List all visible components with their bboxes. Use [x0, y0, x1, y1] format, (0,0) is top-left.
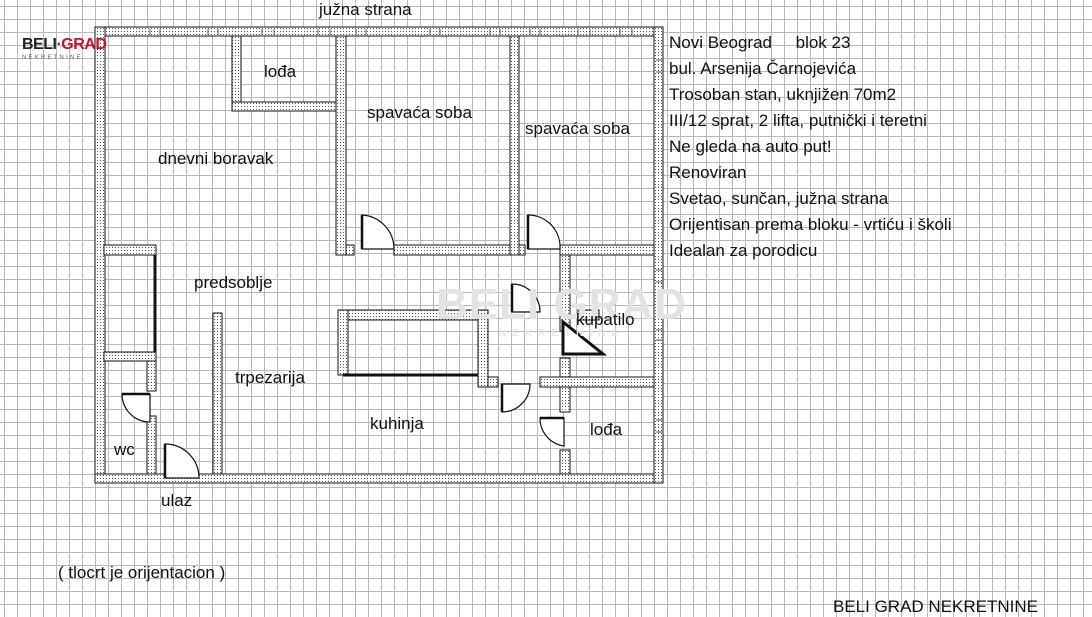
door-bedroom-2	[526, 214, 561, 250]
listing-line: Trosoban stan, uknjižen 70m2	[669, 85, 897, 104]
watermark-subtext: NEKRETNINE	[498, 328, 624, 339]
room-label-bedroom-2: spavaća soba	[525, 119, 630, 138]
walls	[94, 26, 664, 484]
company-logo: BELI·GRAD NEKRETNINE	[22, 36, 110, 62]
listing-description: Novi Beograd blok 23 bul. Arsenija Čarno…	[669, 30, 951, 264]
listing-line: Renoviran	[669, 163, 747, 182]
footer-company-name: BELI GRAD NEKRETNINE	[833, 597, 1038, 616]
door-bedroom-1	[360, 214, 395, 250]
room-label-living-room: dnevni boravak	[158, 149, 274, 168]
room-label-hallway: predsoblje	[194, 273, 273, 292]
listing-line: Novi Beograd blok 23	[669, 33, 851, 52]
room-label-lodja-bottom: lođa	[590, 420, 623, 439]
listing-line: bul. Arsenija Čarnojevića	[669, 59, 857, 78]
watermark: BELI GRAD NEKRETNINE	[436, 282, 687, 340]
room-label-lodja-top: lođa	[264, 62, 297, 81]
door-wc	[121, 392, 151, 423]
orientation-label: južna strana	[319, 0, 412, 19]
orientation-note: ( tlocrt je orijentacion )	[58, 563, 226, 582]
door-lodja-bottom	[539, 416, 565, 447]
door-swings	[121, 214, 565, 479]
entrance-label: ulaz	[161, 491, 193, 510]
listing-line: Svetao, sunčan, južna strana	[669, 189, 889, 208]
door-kitchen	[500, 383, 531, 413]
room-label-bedroom-1: spavaća soba	[367, 103, 472, 122]
room-label-dining: trpezarija	[235, 368, 305, 387]
listing-line: III/12 sprat, 2 lifta, putnički i teretn…	[669, 111, 927, 130]
room-label-wc: wc	[114, 440, 135, 459]
door-entrance	[163, 443, 200, 479]
interior-lines	[153, 255, 478, 377]
listing-line: Orijentisan prema bloku - vrtiću i školi	[669, 215, 952, 234]
bathroom-shower	[561, 318, 608, 356]
listing-line: Ne gleda na auto put!	[669, 137, 832, 156]
door-bathroom	[510, 283, 541, 313]
watermark-text: BELI GRAD	[436, 280, 687, 329]
logo-subtext: NEKRETNINE	[22, 55, 83, 61]
room-label-kitchen: kuhinja	[370, 414, 424, 433]
logo-text: BELI·GRAD	[22, 36, 107, 53]
room-label-bathroom: kupatilo	[576, 310, 635, 329]
window-marks	[149, 29, 662, 433]
listing-line: Idealan za porodicu	[669, 241, 818, 260]
